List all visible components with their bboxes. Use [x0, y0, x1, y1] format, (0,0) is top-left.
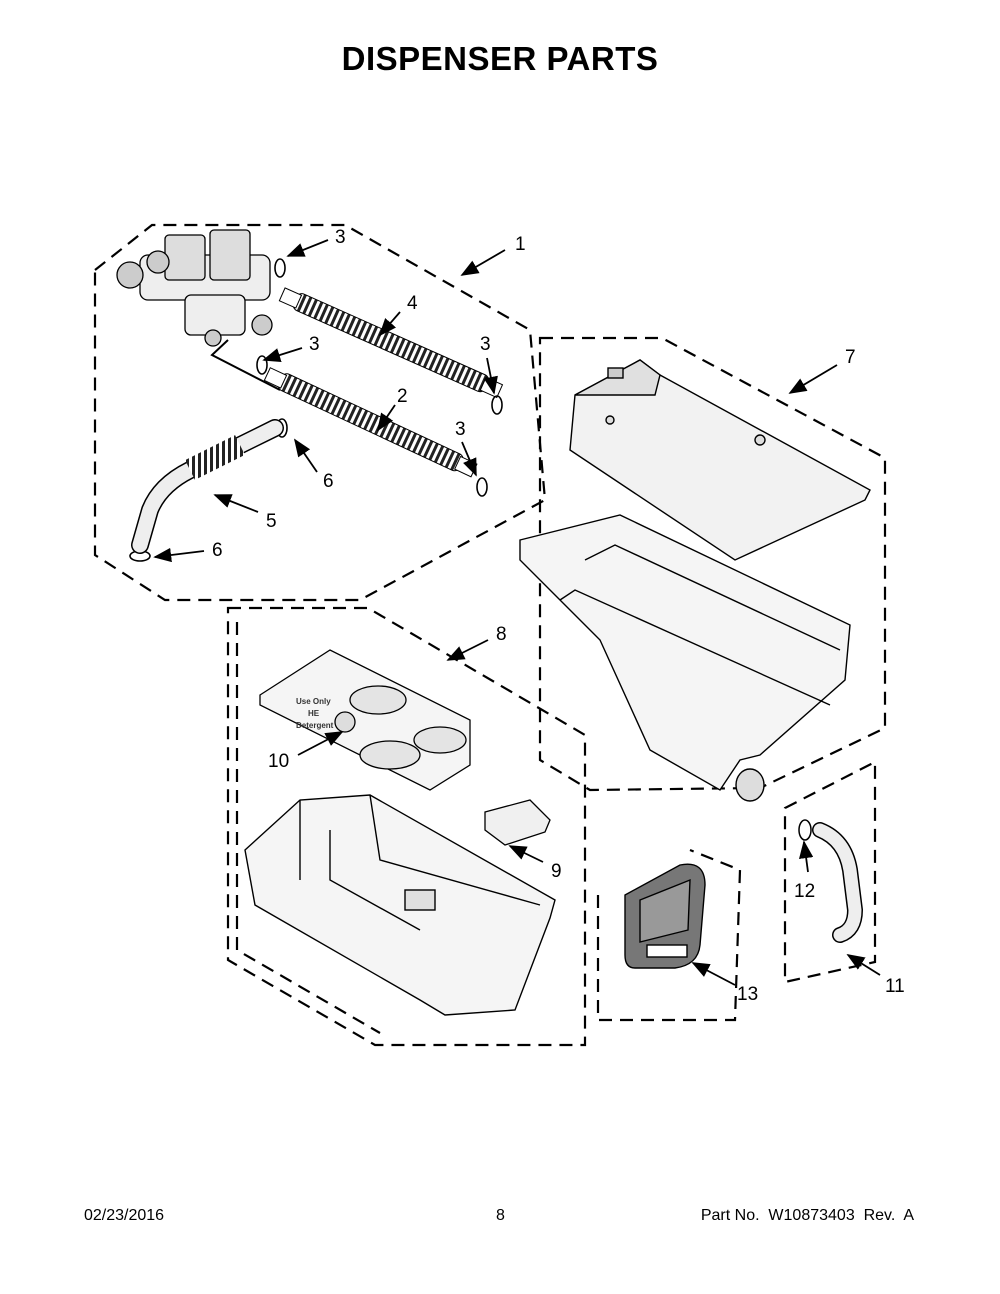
callout-3: 3: [480, 334, 491, 355]
group-box-handle: [596, 848, 742, 1022]
callout-12: 12: [794, 881, 815, 902]
callout-2: 2: [397, 386, 408, 407]
callout-11: 11: [885, 976, 905, 997]
callout-5: 5: [266, 511, 277, 532]
drawer-handle: [624, 863, 706, 969]
group-box-hose: [783, 760, 877, 984]
group-box-dispenser-housing: [538, 336, 887, 792]
group-box-drawer: [226, 606, 587, 1047]
hose-5: [131, 419, 284, 554]
footer-part-number: Part No. W10873403 Rev. A: [700, 1207, 914, 1224]
callout-3: 3: [309, 334, 320, 355]
callout-9: 9: [551, 861, 562, 882]
drawer-lid-text: Use Only HE Detergent: [296, 697, 334, 730]
callout-8: 8: [496, 624, 507, 645]
hose-2: [263, 367, 478, 478]
dispenser-housing: [519, 514, 851, 802]
dispenser-housing-cover: [569, 359, 871, 561]
callout-3: 3: [335, 227, 346, 248]
lid-text-detergent: Detergent: [296, 721, 334, 730]
lid-text-he: HE: [308, 709, 320, 718]
callout-7: 7: [845, 347, 856, 368]
callout-3: 3: [455, 419, 466, 440]
footer-date: 02/23/2016: [84, 1207, 165, 1224]
callout-6: 6: [212, 540, 223, 561]
callout-1: 1: [515, 234, 526, 255]
hose-clamps: [129, 258, 503, 562]
callout-6: 6: [323, 471, 334, 492]
lid-text-use-only: Use Only: [296, 697, 331, 706]
page-title: DISPENSER PARTS: [341, 40, 659, 77]
water-valve: [116, 229, 273, 347]
clamp-12: [798, 819, 812, 841]
group-box-water-valve: [93, 223, 547, 602]
callout-10: 10: [268, 751, 289, 772]
callout-4: 4: [407, 293, 418, 314]
footer-page-number: 8: [496, 1207, 505, 1224]
dispenser-drawer: [244, 794, 556, 1016]
drawer-insert: [259, 649, 471, 791]
drain-hose-11: [812, 822, 864, 943]
bracket: [484, 799, 551, 846]
callout-13: 13: [737, 984, 758, 1005]
callout-arrows: [153, 239, 881, 986]
